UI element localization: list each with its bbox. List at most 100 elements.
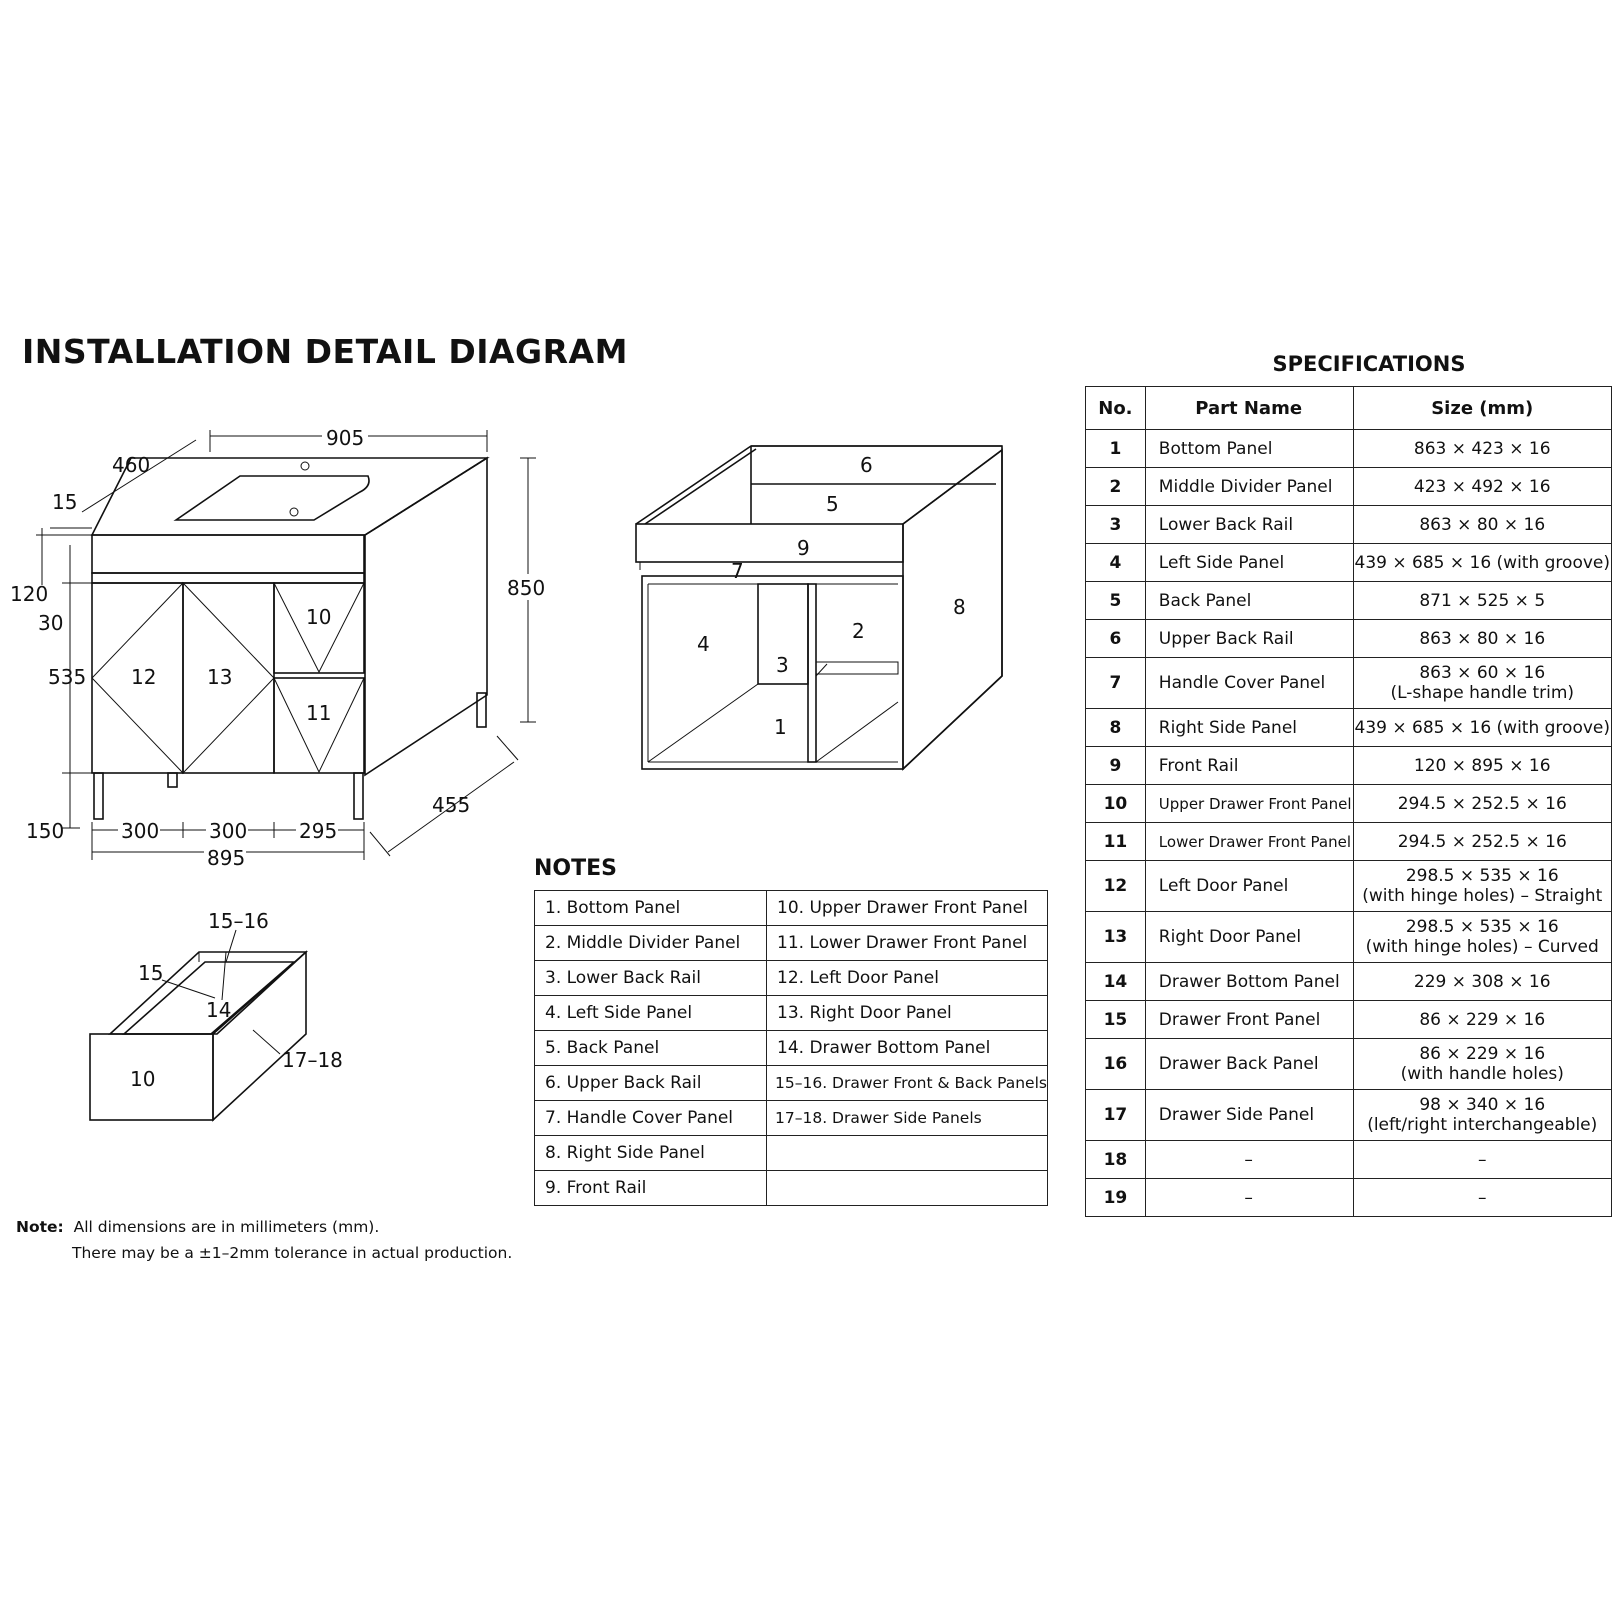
spec-size: 863 × 80 × 16 — [1352, 619, 1612, 658]
spec-size: 86 × 229 × 16(with handle holes) — [1352, 1038, 1612, 1090]
dim-body-height: 535 — [48, 665, 86, 689]
label-drawer-front-back: 15–16 — [208, 909, 269, 933]
spec-size: 863 × 80 × 16 — [1352, 505, 1612, 544]
spec-size-note: (left/right interchangeable) — [1367, 1115, 1598, 1135]
vanity-front-view: 905 460 15 850 120 30 535 150 — [10, 424, 550, 870]
note-cell: 10. Upper Drawer Front Panel — [766, 890, 1048, 926]
label-bottom-panel: 1 — [774, 715, 787, 739]
spec-no: 5 — [1085, 581, 1146, 620]
spec-size-line: 86 × 229 × 16 — [1419, 1009, 1546, 1030]
label-lower-back-rail: 3 — [776, 653, 789, 677]
dim-rail: 30 — [38, 611, 63, 635]
note-cell: 11. Lower Drawer Front Panel — [766, 925, 1048, 961]
table-row: 3. Lower Back Rail 12. Left Door Panel — [534, 960, 1048, 996]
spec-no: 2 — [1085, 467, 1146, 506]
note-cell: 7. Handle Cover Panel — [534, 1100, 767, 1136]
label-back-panel: 5 — [826, 492, 839, 516]
spec-part-name: Left Side Panel — [1144, 543, 1354, 582]
spec-no: 17 — [1085, 1089, 1146, 1141]
installation-drawing: 905 460 15 850 120 30 535 150 — [10, 424, 1003, 1122]
note-cell: 1. Bottom Panel — [534, 890, 767, 926]
note-cell: 17–18. Drawer Side Panels — [766, 1100, 1048, 1136]
spec-size: 439 × 685 × 16 (with groove) — [1352, 543, 1612, 582]
spec-size-line: 298.5 × 535 × 16 — [1405, 865, 1559, 886]
spec-no: 10 — [1085, 784, 1146, 823]
spec-size-line: 298.5 × 535 × 16 — [1405, 916, 1559, 937]
spec-size: 294.5 × 252.5 × 16 — [1352, 822, 1612, 861]
table-row: 1. Bottom Panel 10. Upper Drawer Front P… — [534, 890, 1048, 926]
column-header-part-name: Part Name — [1144, 386, 1354, 430]
label-left-side: 4 — [697, 632, 710, 656]
spec-size: 423 × 492 × 16 — [1352, 467, 1612, 506]
label-lower-drawer: 11 — [306, 701, 331, 725]
spec-no: 16 — [1085, 1038, 1146, 1090]
label-drawer-bottom: 14 — [206, 998, 231, 1022]
spec-size-line: 98 × 340 × 16 — [1419, 1094, 1546, 1115]
dim-door-left: 300 — [121, 819, 159, 843]
spec-size-line: 294.5 × 252.5 × 16 — [1397, 793, 1567, 814]
spec-size: 439 × 685 × 16 (with groove) — [1352, 708, 1612, 747]
spec-size: 229 × 308 × 16 — [1352, 962, 1612, 1001]
spec-size-note: (with hinge holes) – Curved — [1365, 937, 1599, 957]
spec-size: 298.5 × 535 × 16(with hinge holes) – Str… — [1352, 860, 1612, 912]
spec-no: 7 — [1085, 657, 1146, 709]
spec-size-line: 863 × 80 × 16 — [1419, 628, 1546, 649]
spec-size-note: (L-shape handle trim) — [1390, 683, 1575, 703]
label-middle-divider: 2 — [852, 619, 865, 643]
note-cell: 2. Middle Divider Panel — [534, 925, 767, 961]
spec-size-note: (with hinge holes) – Straight — [1362, 886, 1603, 906]
notes-title: NOTES — [534, 856, 617, 881]
table-row: 9. Front Rail — [534, 1170, 1048, 1206]
spec-part-name: Drawer Back Panel — [1144, 1038, 1354, 1090]
spec-size: 294.5 × 252.5 × 16 — [1352, 784, 1612, 823]
spec-size-line: – — [1478, 1187, 1487, 1208]
drawer-view: 15–16 15 14 17–18 10 — [89, 909, 343, 1122]
note-cell: 8. Right Side Panel — [534, 1135, 767, 1171]
label-drawer-sides: 17–18 — [282, 1048, 343, 1072]
spec-part-name: Left Door Panel — [1144, 860, 1354, 912]
spec-part-name: Drawer Bottom Panel — [1144, 962, 1354, 1001]
spec-no: 11 — [1085, 822, 1146, 861]
spec-size-note: (with handle holes) — [1400, 1064, 1564, 1084]
spec-no: 18 — [1085, 1140, 1146, 1179]
note-cell: 5. Back Panel — [534, 1030, 767, 1066]
note-cell — [766, 1170, 1048, 1206]
note-cell: 4. Left Side Panel — [534, 995, 767, 1031]
spec-no: 1 — [1085, 429, 1146, 468]
table-row: 8. Right Side Panel — [534, 1135, 1048, 1171]
spec-size: 863 × 60 × 16(L-shape handle trim) — [1352, 657, 1612, 709]
label-drawer-face: 10 — [130, 1067, 155, 1091]
dim-top-thickness: 15 — [52, 490, 77, 514]
spec-part-name: Lower Drawer Front Panel — [1144, 822, 1354, 861]
spec-part-name: Back Panel — [1144, 581, 1354, 620]
note-cell: 15–16. Drawer Front & Back Panels — [766, 1065, 1048, 1101]
spec-no: 12 — [1085, 860, 1146, 912]
spec-size-line: 229 × 308 × 16 — [1413, 971, 1551, 992]
dim-depth-bottom: 455 — [432, 793, 470, 817]
spec-size-line: 863 × 60 × 16 — [1419, 662, 1546, 683]
label-front-rail: 9 — [797, 536, 810, 560]
table-row: 5. Back Panel 14. Drawer Bottom Panel — [534, 1030, 1048, 1066]
spec-part-name: Middle Divider Panel — [1144, 467, 1354, 506]
note-cell: 14. Drawer Bottom Panel — [766, 1030, 1048, 1066]
table-row: 6. Upper Back Rail 15–16. Drawer Front &… — [534, 1065, 1048, 1101]
note-cell: 9. Front Rail — [534, 1170, 767, 1206]
spec-no: 9 — [1085, 746, 1146, 785]
specifications-title: SPECIFICATIONS — [1272, 352, 1466, 376]
spec-no: 6 — [1085, 619, 1146, 658]
spec-size-line: 120 × 895 × 16 — [1413, 755, 1551, 776]
note-cell: 13. Right Door Panel — [766, 995, 1048, 1031]
spec-no: 13 — [1085, 911, 1146, 963]
column-header-no: No. — [1085, 386, 1146, 430]
note-cell: 6. Upper Back Rail — [534, 1065, 767, 1101]
label-upper-back-rail: 6 — [860, 453, 873, 477]
note-cell — [766, 1135, 1048, 1171]
